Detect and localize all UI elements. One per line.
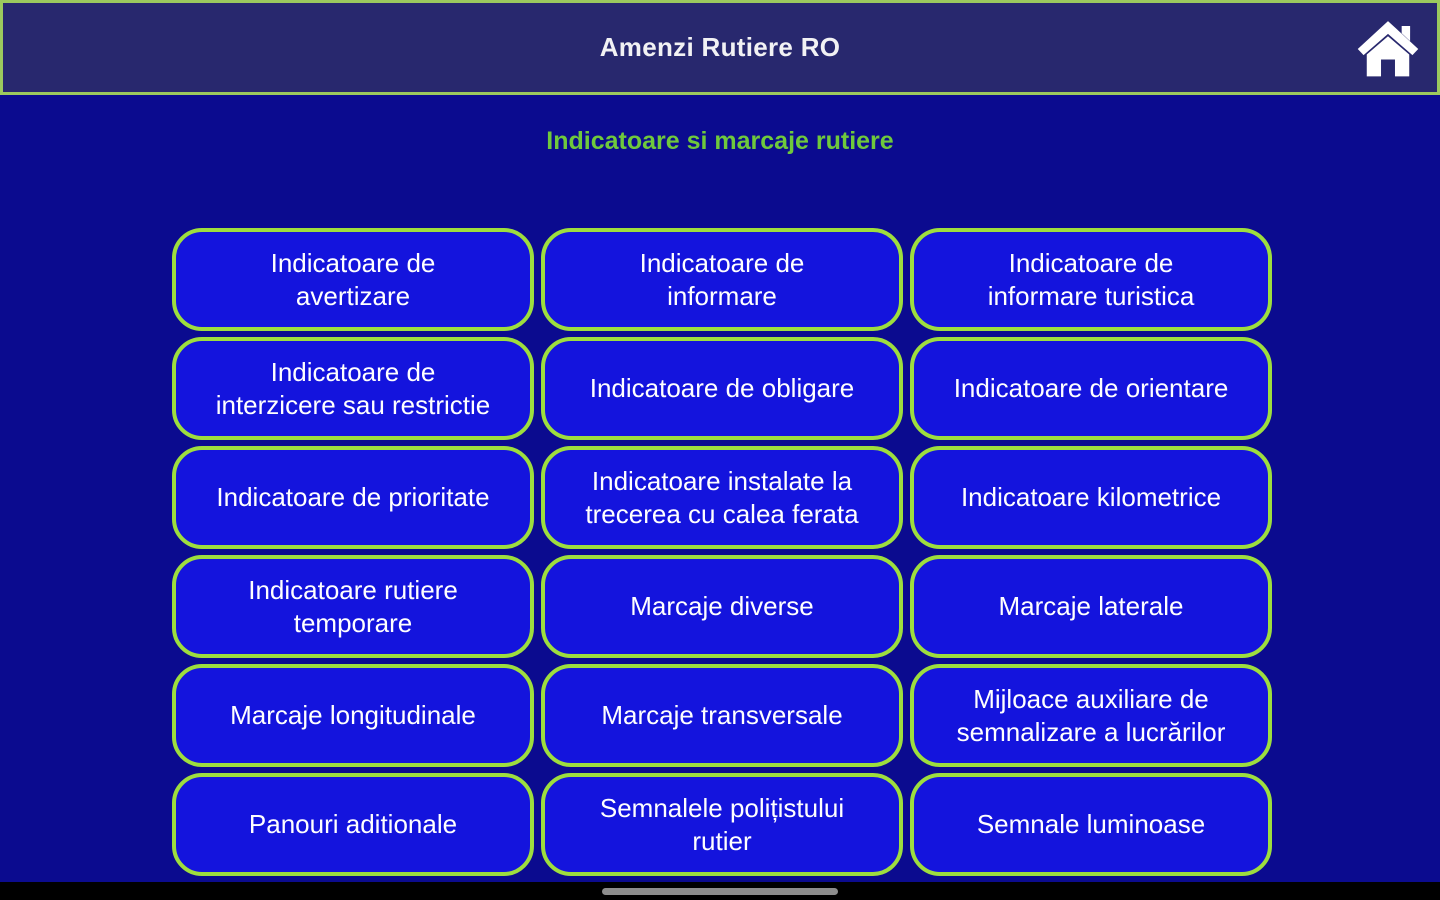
category-button-kilometrice[interactable]: Indicatoare kilometrice [910, 446, 1272, 549]
category-button-calea-ferata[interactable]: Indicatoare instalate la trecerea cu cal… [541, 446, 903, 549]
android-nav-bar [0, 882, 1440, 900]
category-button-informare[interactable]: Indicatoare de informare [541, 228, 903, 331]
category-button-obligare[interactable]: Indicatoare de obligare [541, 337, 903, 440]
app-header: Amenzi Rutiere RO [0, 0, 1440, 95]
category-button-rutiere-temporare[interactable]: Indicatoare rutiere temporare [172, 555, 534, 658]
page-title: Indicatoare si marcaje rutiere [546, 127, 894, 155]
category-button-avertizare[interactable]: Indicatoare de avertizare [172, 228, 534, 331]
category-button-semnale-luminoase[interactable]: Semnale luminoase [910, 773, 1272, 876]
category-button-panouri-aditionale[interactable]: Panouri aditionale [172, 773, 534, 876]
category-button-marcaje-laterale[interactable]: Marcaje laterale [910, 555, 1272, 658]
category-button-marcaje-transversale[interactable]: Marcaje transversale [541, 664, 903, 767]
app-title: Amenzi Rutiere RO [599, 32, 841, 62]
category-button-orientare[interactable]: Indicatoare de orientare [910, 337, 1272, 440]
category-button-semnalele-politistului[interactable]: Semnalele polițistului rutier [541, 773, 903, 876]
home-icon [1357, 21, 1419, 77]
category-button-interzicere-restrictie[interactable]: Indicatoare de interzicere sau restricti… [172, 337, 534, 440]
category-grid: Indicatoare de avertizare Indicatoare de… [172, 228, 1272, 876]
category-button-prioritate[interactable]: Indicatoare de prioritate [172, 446, 534, 549]
category-button-mijloace-auxiliare[interactable]: Mijloace auxiliare de semnalizare a lucr… [910, 664, 1272, 767]
category-button-marcaje-diverse[interactable]: Marcaje diverse [541, 555, 903, 658]
home-button[interactable] [1345, 15, 1431, 83]
gesture-handle-bar[interactable] [602, 888, 838, 895]
category-button-marcaje-longitudinale[interactable]: Marcaje longitudinale [172, 664, 534, 767]
category-button-informare-turistica[interactable]: Indicatoare de informare turistica [910, 228, 1272, 331]
